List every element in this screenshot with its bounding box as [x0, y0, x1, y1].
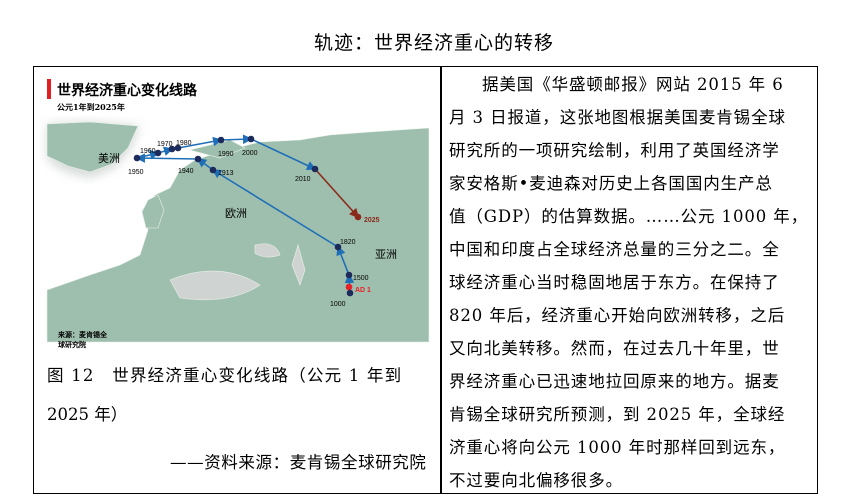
map-point-1970 [168, 145, 176, 153]
route-segment [135, 153, 199, 163]
article-line: 研究所的一项研究绘制，利用了英国经济学 [449, 141, 780, 160]
map-source-2: 球研究院 [58, 340, 86, 349]
map-point-1820 [334, 243, 342, 251]
route-segment [336, 245, 350, 276]
article-line: 不过要向北偏移很多。 [449, 471, 623, 490]
article-line: 值（GDP）的估算数据。……公元 1000 年， [449, 207, 809, 226]
map-label-1980: 1980 [176, 140, 192, 147]
map-point-1950 [133, 154, 141, 162]
map-land [46, 121, 430, 343]
map-label-2000: 2000 [242, 150, 258, 157]
figure-source: ——资料来源：麦肯锡全球研究院 [170, 453, 427, 472]
route-segment [314, 168, 360, 219]
map-point-1913 [209, 166, 217, 174]
route-segment [177, 136, 223, 149]
map-point-1960 [154, 149, 162, 157]
article-line: 820 年后，经济重心开始向欧洲转移，之后 [449, 306, 786, 325]
map-point-1980 [174, 144, 182, 152]
map-label-1820: 1820 [340, 239, 356, 246]
map-label-2010: 2010 [295, 176, 311, 183]
map-subtitle: 公元1年到2025年 [57, 102, 125, 112]
route-segment [220, 134, 253, 145]
map-label-1913: 1913 [218, 170, 234, 177]
map-point-1940 [194, 155, 202, 163]
route-segment [136, 150, 160, 160]
map-point-1500 [345, 271, 353, 279]
map-label-1000: 1000 [330, 301, 346, 308]
region-europe: 欧洲 [225, 207, 247, 220]
map-label-1960: 1960 [140, 148, 156, 155]
map-label-1500: 1500 [353, 275, 369, 282]
page-title: 轨迹：世界经济重心的转移 [313, 32, 554, 54]
column-divider [440, 66, 442, 494]
article-line: 中国和印度占全球经济总量的三分之二。全 [449, 240, 780, 259]
map-label-ad1: AD 1 [355, 287, 371, 294]
route-segment [250, 138, 317, 170]
article-line: 肯锡全球研究所预测，到 2025 年，全球经 [449, 405, 786, 424]
article-line: 家安格斯•麦迪森对历史上各国国内生产总 [449, 174, 773, 193]
map-point-2000 [247, 135, 255, 143]
map-source-1: 来源：麦肯锡全 [57, 330, 108, 339]
route-segment [211, 169, 339, 248]
title-bar [47, 79, 51, 99]
map-label-1990: 1990 [218, 151, 234, 158]
article-line: 月 3 日报道，这张地图根据美国麦肯锡全球 [449, 108, 786, 127]
map-point-2010 [311, 165, 319, 173]
map-label-1950: 1950 [128, 169, 144, 176]
map-title: 世界经济重心变化线路 [57, 82, 198, 99]
map-point-1000 [346, 289, 354, 297]
region-asia: 亚洲 [375, 248, 397, 261]
article-line: 球经济重心当时稳固地居于东方。在保持了 [449, 273, 780, 292]
article-line: 据美国《华盛顿邮报》网站 2015 年 6 [482, 75, 784, 94]
map-point-ad1 [345, 283, 353, 291]
map-point-1990 [217, 136, 225, 144]
article-line: 济重心将向公元 1000 年时那样回到远东， [449, 438, 786, 457]
article-line: 界经济重心已迅速地拉回原来的地方。据麦 [449, 372, 780, 391]
region-america: 美洲 [98, 152, 120, 165]
figure-caption: 图 12 世界经济重心变化线路（公元 1 年到 [47, 366, 403, 385]
content-table [33, 66, 818, 494]
map-point-2025 [354, 213, 362, 221]
map-label-2025: 2025 [364, 217, 380, 224]
map-label-1940: 1940 [178, 168, 194, 175]
map-label-1970: 1970 [157, 141, 173, 148]
figure-caption-cont: 2025 年） [47, 405, 128, 424]
article-text: 据美国《华盛顿邮报》网站 2015 年 6 月 3 日报道，这张地图根据美国麦肯锡… [449, 68, 811, 497]
article-line: 又向北美转移。然而，在过去几十年里，世 [449, 339, 780, 358]
economic-center-map: 世界经济重心变化线路 公元1年到2025年 美洲 欧洲 亚洲 来源：麦肯锡全 球… [46, 79, 430, 349]
